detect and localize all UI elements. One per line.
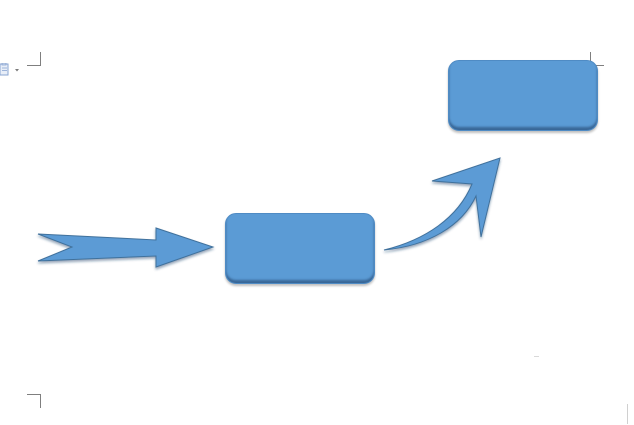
rounded-rectangle-middle[interactable] bbox=[225, 213, 375, 284]
rounded-rectangle-top-right[interactable] bbox=[448, 60, 598, 131]
margin-corner-bottom-left bbox=[27, 394, 41, 408]
notched-arrow-shape[interactable] bbox=[37, 227, 215, 268]
paste-options-icon[interactable] bbox=[0, 62, 22, 77]
curved-arrow-shape[interactable] bbox=[383, 157, 501, 251]
scrollbar-edge[interactable] bbox=[627, 404, 634, 424]
text-cursor-mark bbox=[534, 356, 539, 357]
margin-corner-top-left bbox=[27, 52, 41, 66]
